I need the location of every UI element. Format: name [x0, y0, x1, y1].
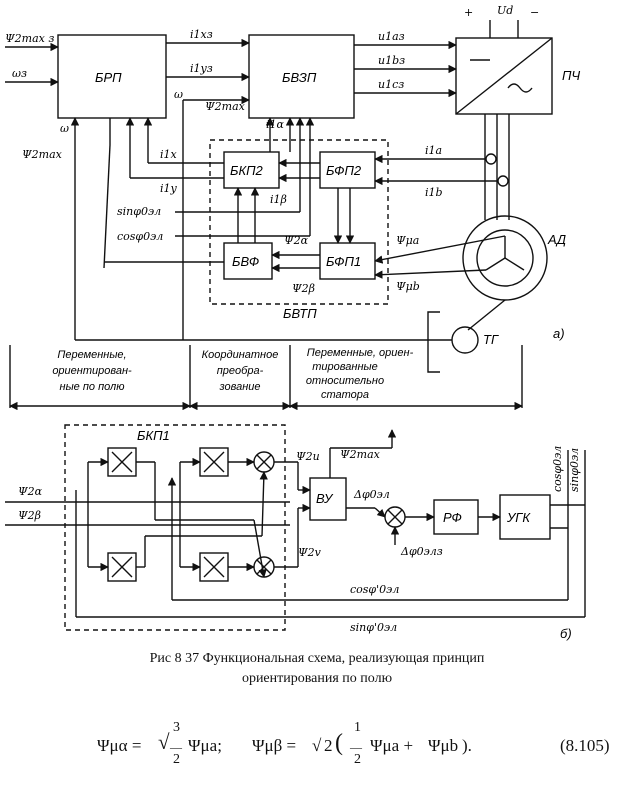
- signal-psi2max-left: Ψ2max: [22, 148, 63, 161]
- signal-dphi-z: Δφ0элз: [400, 545, 443, 558]
- signal-cos-phi: cosφ0эл: [117, 230, 163, 243]
- vu-label: ВУ: [316, 491, 334, 506]
- functional-diagram: БРП БВЗП ПЧ БКП2 БФП2 БВФ БФП1 БВТП АД Т…: [5, 4, 586, 641]
- supply-plus: +: [464, 6, 473, 19]
- figure-caption-line1: Рис 8 37 Функциональная схема, реализующ…: [149, 651, 485, 666]
- bkp1-label: БКП1: [137, 428, 170, 443]
- signal-psi2beta-in: Ψ2β: [18, 509, 41, 522]
- signal-dphi: Δφ0эл: [353, 488, 390, 501]
- ugk-label: УГК: [506, 510, 531, 525]
- eq-rhs2a: Ψμa +: [370, 736, 414, 755]
- eq-sqrt2: √: [312, 736, 322, 755]
- signal-psi2beta: Ψ2β: [292, 282, 315, 295]
- signal-u1cz: u1cз: [378, 78, 404, 91]
- supply-minus: −: [530, 6, 539, 19]
- bvtp-label: БВТП: [283, 306, 317, 321]
- signal-omega-z: ωз: [12, 67, 27, 80]
- region-left-line2: ориентирован-: [52, 365, 132, 377]
- signal-cos-phi-vertical: cosφ0эл: [551, 446, 564, 492]
- signal-i1beta: i1β: [270, 193, 287, 206]
- signal-psi2max-out: Ψ2max: [340, 448, 381, 461]
- eq-lhs2: Ψμβ =: [252, 736, 297, 755]
- bfp2-block: [319, 151, 376, 189]
- region-right-line3: относительно: [306, 375, 384, 387]
- signal-i1yz: i1yз: [190, 62, 213, 75]
- signal-sin-phi-vertical: sinφ0эл: [568, 448, 581, 492]
- signal-ud: Ud: [497, 4, 513, 17]
- bvzp-label: БВЗП: [282, 70, 317, 85]
- region-middle-line2: преобра-: [217, 365, 264, 377]
- vu-block: [309, 477, 347, 521]
- brp-label: БРП: [95, 70, 122, 85]
- signal-i1b: i1b: [425, 186, 443, 199]
- eq-sqrt1: √: [158, 730, 170, 754]
- pch-label: ПЧ: [562, 68, 580, 83]
- signal-omega-mid: ω: [174, 88, 183, 101]
- eq-lhs1: Ψμα =: [97, 736, 142, 755]
- signal-u1bz: u1bз: [378, 54, 405, 67]
- signal-sin-phi-prime: sinφ'0эл: [350, 621, 397, 634]
- eq-rad1: 3: [173, 720, 180, 735]
- tachogenerator: [451, 326, 479, 354]
- region-right-line1: Переменные, ориен-: [307, 347, 414, 359]
- signal-u1az: u1aз: [378, 30, 405, 43]
- eq-rhs2b: Ψμb: [428, 736, 459, 755]
- eq-end: ).: [462, 736, 472, 755]
- signal-psi-mu-b: Ψμb: [396, 280, 420, 293]
- bkp1-dashed-box: [64, 424, 286, 631]
- eq-frac-bar2: —: [350, 740, 362, 754]
- eq-den2: 2: [354, 752, 361, 767]
- signal-i1xz: i1xз: [190, 28, 213, 41]
- eq-frac-bar1: —: [170, 740, 182, 754]
- pch-diagonal: [455, 37, 553, 115]
- panel-label-b: б): [560, 626, 572, 641]
- eq-num2: 1: [354, 720, 361, 735]
- signal-i1x: i1x: [160, 148, 178, 161]
- signal-psi2alpha: Ψ2α: [284, 234, 309, 247]
- signal-psi2alpha-in: Ψ2α: [18, 485, 43, 498]
- signal-i1a: i1a: [425, 144, 442, 157]
- pch-block: [455, 37, 553, 115]
- figure-caption-line2: ориентирования по полю: [241, 671, 393, 686]
- eq-den1: 2: [173, 752, 180, 767]
- signal-psi2u: Ψ2u: [296, 450, 320, 463]
- bkp2-label: БКП2: [230, 163, 264, 178]
- eq-paren-open: (: [335, 730, 343, 756]
- signal-psi2max-z: Ψ2max з: [5, 32, 54, 45]
- signal-psi2max-mid: Ψ2max: [205, 100, 246, 113]
- region-middle-line1: Координатное: [202, 349, 279, 361]
- signal-omega-left: ω: [60, 122, 69, 135]
- signal-psi-mu-a: Ψμa: [396, 234, 419, 247]
- region-right-line4: статора: [321, 389, 369, 401]
- region-right-line2: тированные: [312, 361, 377, 373]
- eq-rhs1: Ψμa;: [188, 736, 222, 755]
- region-left-line3: ные по полю: [60, 381, 125, 393]
- bfp2-label: БФП2: [326, 163, 362, 178]
- rf-label: РФ: [443, 510, 462, 525]
- signal-sin-phi: sinφ0эл: [117, 205, 161, 218]
- tg-label: ТГ: [483, 332, 499, 347]
- bvf-block: [223, 242, 273, 280]
- region-left-line1: Переменные,: [57, 349, 126, 361]
- eq-number: (8.105): [560, 736, 610, 755]
- bvf-label: БВФ: [232, 254, 259, 269]
- signal-psi2v: Ψ2v: [298, 546, 322, 559]
- region-middle-line3: зование: [218, 381, 260, 393]
- ad-label: АД: [547, 232, 566, 247]
- bfp1-label: БФП1: [326, 254, 361, 269]
- signal-i1y: i1y: [160, 182, 178, 195]
- signal-cos-phi-prime: cosφ'0эл: [350, 583, 399, 596]
- signal-i1alpha: i1α: [266, 118, 285, 131]
- eq-rad2: 2: [324, 736, 333, 755]
- panel-label-a: а): [553, 326, 565, 341]
